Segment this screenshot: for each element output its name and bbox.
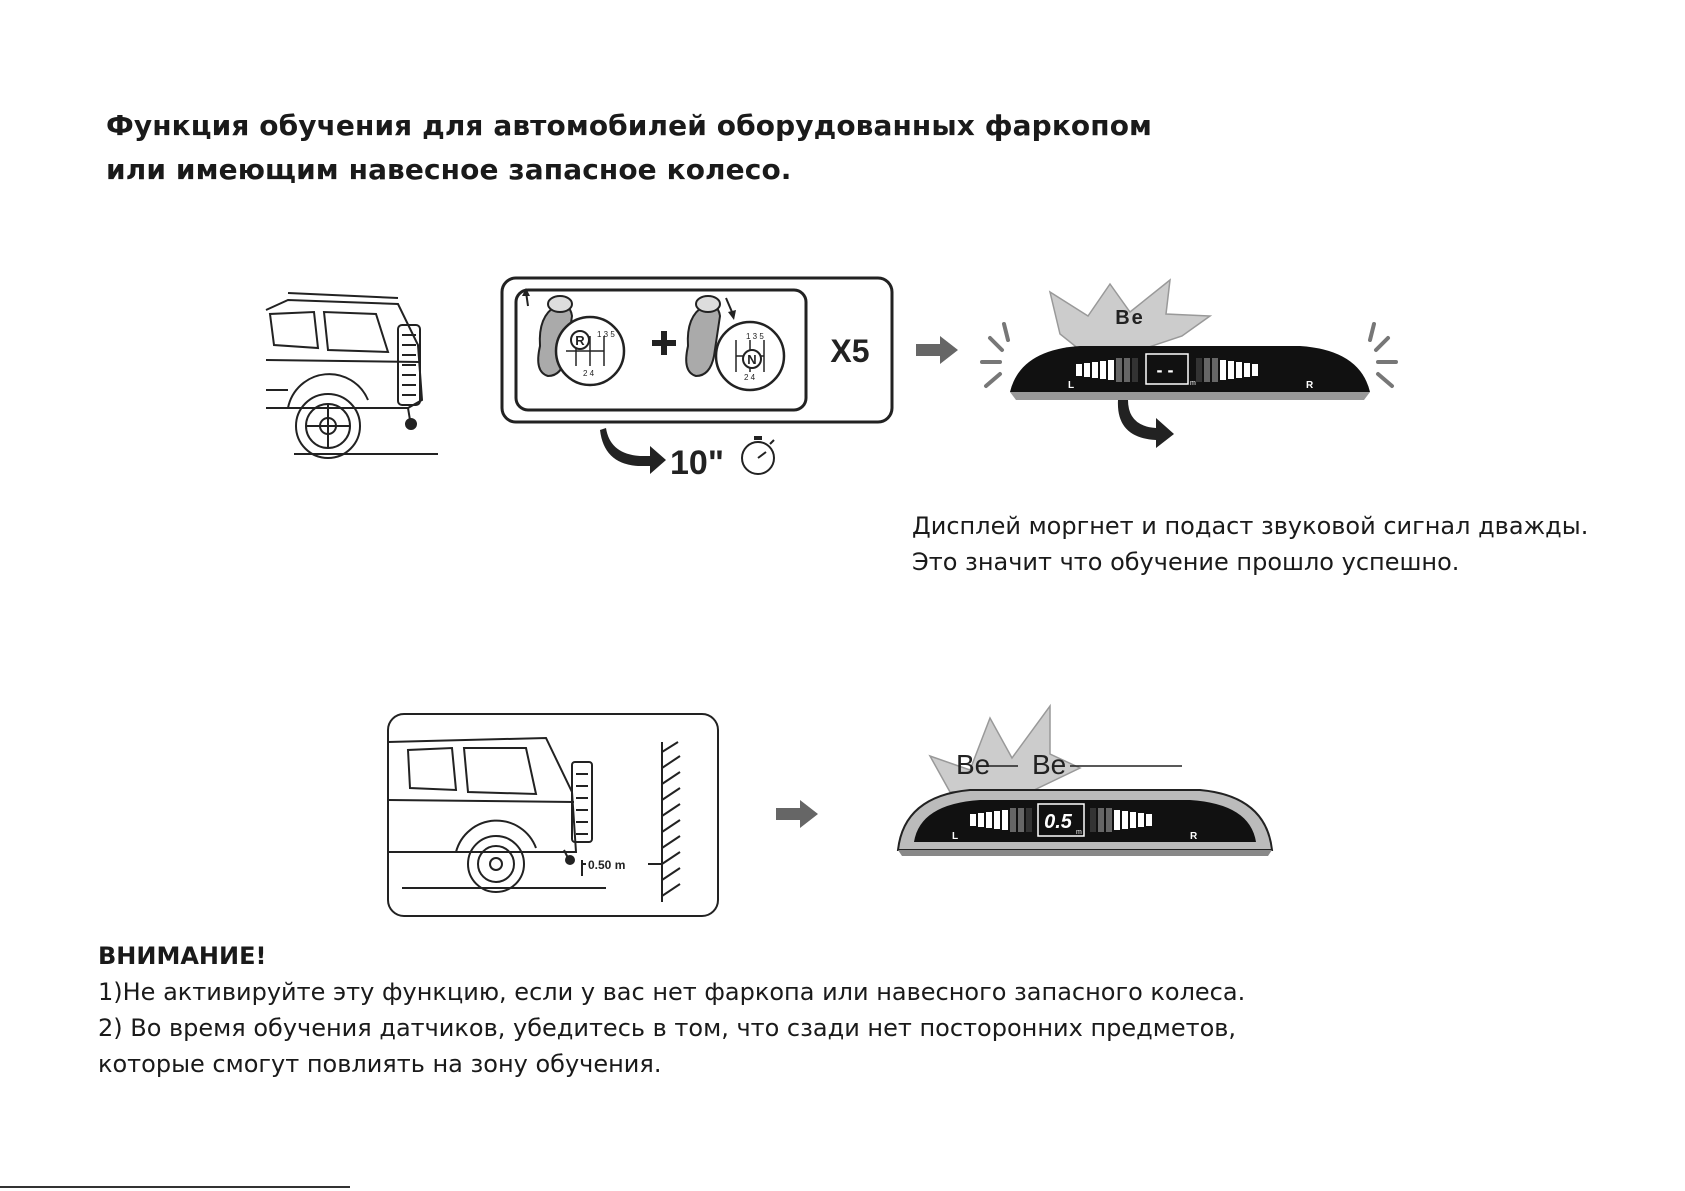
gear-shift-box: R 1 3 5 2 4 N 1 3 5 2 4 X5 xyxy=(500,276,894,424)
display-1-unit: m xyxy=(1190,380,1196,387)
curved-arrow-icon xyxy=(600,428,666,474)
gear-numbers-bottom-1: 2 4 xyxy=(583,369,595,378)
warning-heading: ВНИМАНИЕ! xyxy=(98,942,267,970)
caption-line-1: Дисплей моргнет и подаст звуковой сигнал… xyxy=(912,512,1589,540)
wait-indicator: 10" xyxy=(600,428,775,480)
car-rear-illustration xyxy=(265,292,438,459)
arrow-right-icon xyxy=(916,336,958,364)
warning-block: ВНИМАНИЕ! 1)Не активируйте эту функцию, … xyxy=(98,938,1245,1082)
title-line-1: Функция обучения для автомобилей оборудо… xyxy=(106,109,1153,142)
display-2-sound-1: Be xyxy=(956,749,990,780)
blink-rays-right-icon xyxy=(1368,322,1398,388)
multiplier-label: X5 xyxy=(830,333,869,369)
warning-line-2: 2) Во время обучения датчиков, убедитесь… xyxy=(98,1014,1237,1042)
display-1-right-label: R xyxy=(1306,380,1314,391)
gear-r-label: R xyxy=(575,333,585,348)
display-1-sound: Be xyxy=(1115,307,1145,329)
footer-rule xyxy=(0,1186,350,1188)
gear-lever-reverse xyxy=(522,288,626,387)
parking-display-1: - - m L R Be xyxy=(980,278,1398,448)
warning-line-1: 1)Не активируйте эту функцию, если у вас… xyxy=(98,978,1246,1006)
blink-rays-left-icon xyxy=(980,322,1010,388)
parking-display-2: Be Be 0.5 m L R xyxy=(896,703,1274,856)
page-title: Функция обучения для автомобилей оборудо… xyxy=(106,104,1152,192)
gear-numbers-top-2: 1 3 5 xyxy=(746,332,764,341)
curved-arrow-down-icon xyxy=(1117,400,1174,448)
display-2-right-label: R xyxy=(1190,831,1198,842)
plus-icon xyxy=(652,331,676,355)
display-2-unit: m xyxy=(1076,829,1082,836)
display-2-sound-2: Be xyxy=(1032,749,1066,780)
arrow-right-icon-2 xyxy=(776,800,818,828)
stopwatch-icon xyxy=(741,436,775,475)
warning-line-3: которые смогут повлиять на зону обучения… xyxy=(98,1050,662,1078)
title-line-2: или имеющим навесное запасное колесо. xyxy=(106,153,792,186)
caption-line-2: Это значит что обучение прошло успешно. xyxy=(912,548,1460,576)
gear-lever-neutral xyxy=(685,295,786,392)
gear-numbers-bottom-2: 2 4 xyxy=(744,373,756,382)
display-1-readout: - - xyxy=(1157,360,1174,380)
car-distance-illustration: 0.50 m xyxy=(387,713,719,917)
gear-numbers-top-1: 1 3 5 xyxy=(597,330,615,339)
gear-n-label: N xyxy=(747,352,756,367)
display-2-readout: 0.5 xyxy=(1044,811,1073,833)
display-1-left-label: L xyxy=(1068,380,1074,391)
display-2-left-label: L xyxy=(952,831,958,842)
sound-burst-icon-2 xyxy=(928,703,1082,793)
distance-label: 0.50 m xyxy=(588,858,625,872)
result-caption: Дисплей моргнет и подаст звуковой сигнал… xyxy=(912,508,1588,580)
wait-time: 10" xyxy=(670,444,724,480)
